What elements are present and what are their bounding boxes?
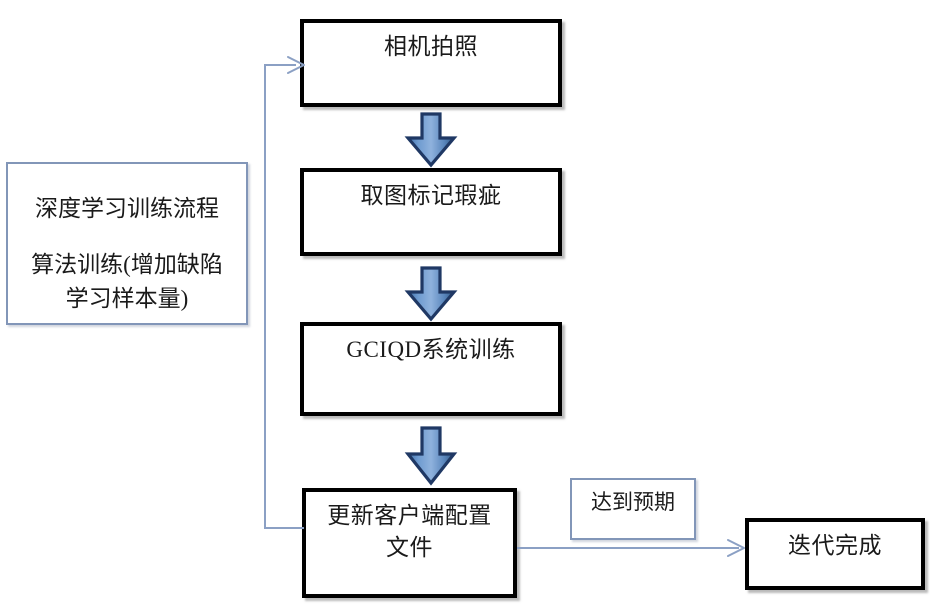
block-arrow-down-1 [404,112,458,168]
feedback-connector-top-segment [264,64,296,66]
node-update-client-config-label: 更新客户端配置 文件 [327,503,492,560]
block-arrow-down-3 [404,426,458,486]
feedback-connector-vertical-segment [264,65,266,529]
block-arrow-down-2 [404,266,458,322]
feedback-connector-bottom-segment [264,527,304,529]
description-panel-body: 算法训练(增加缺陷 学习样本量) [31,252,223,311]
label-expectation-met: 达到预期 [570,478,696,540]
node-camera[interactable]: 相机拍照 [300,19,562,107]
feedback-connector-arrowhead [287,56,305,74]
node-gciqd-training-label: GCIQD系统训练 [346,337,516,362]
node-update-client-config[interactable]: 更新客户端配置 文件 [302,488,517,598]
description-panel-title: 深度学习训练流程 [35,196,219,221]
node-camera-label: 相机拍照 [384,34,478,59]
node-gciqd-training[interactable]: GCIQD系统训练 [300,322,562,416]
node-mark-defects[interactable]: 取图标记瑕疵 [300,168,562,256]
label-expectation-met-text: 达到预期 [591,490,675,514]
node-iteration-complete-label: 迭代完成 [788,533,882,558]
description-panel: 深度学习训练流程 算法训练(增加缺陷 学习样本量) [6,162,248,325]
node-iteration-complete[interactable]: 迭代完成 [745,518,925,590]
completion-connector-arrowhead [727,539,745,557]
node-mark-defects-label: 取图标记瑕疵 [360,183,502,208]
completion-connector-line [517,547,739,549]
